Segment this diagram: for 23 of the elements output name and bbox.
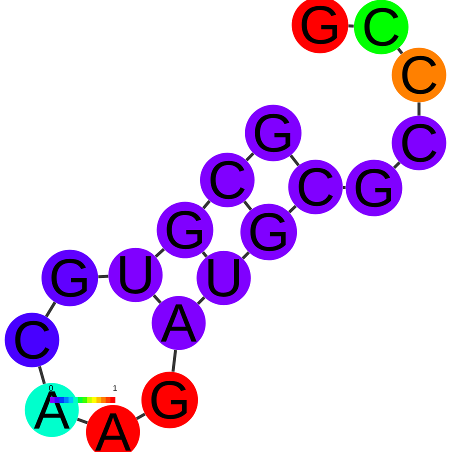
backbone-line [196,296,206,305]
base-pair-line [202,251,208,258]
base-pair-line [243,200,252,211]
backbone-line [245,152,254,162]
backbone-line [154,248,165,258]
backbone-line [136,412,146,420]
backbone-line [348,24,354,28]
backbone-line [172,350,178,372]
backbone-line [397,48,404,54]
backbone-line [393,161,401,169]
backbone-line [76,418,88,424]
backbone-line [202,200,211,210]
backbone-line [418,102,420,116]
colorbar-label: 0 [49,385,53,391]
backbone-line [242,251,250,260]
backbone-line [98,274,108,278]
backbone-line [288,204,297,214]
backbone-line [45,302,56,318]
colorbar-label: 1 [113,385,117,391]
backbone-line [38,366,46,384]
base-pair-line [152,294,162,304]
base-pair-line [290,154,300,166]
backbone-line [342,186,346,190]
